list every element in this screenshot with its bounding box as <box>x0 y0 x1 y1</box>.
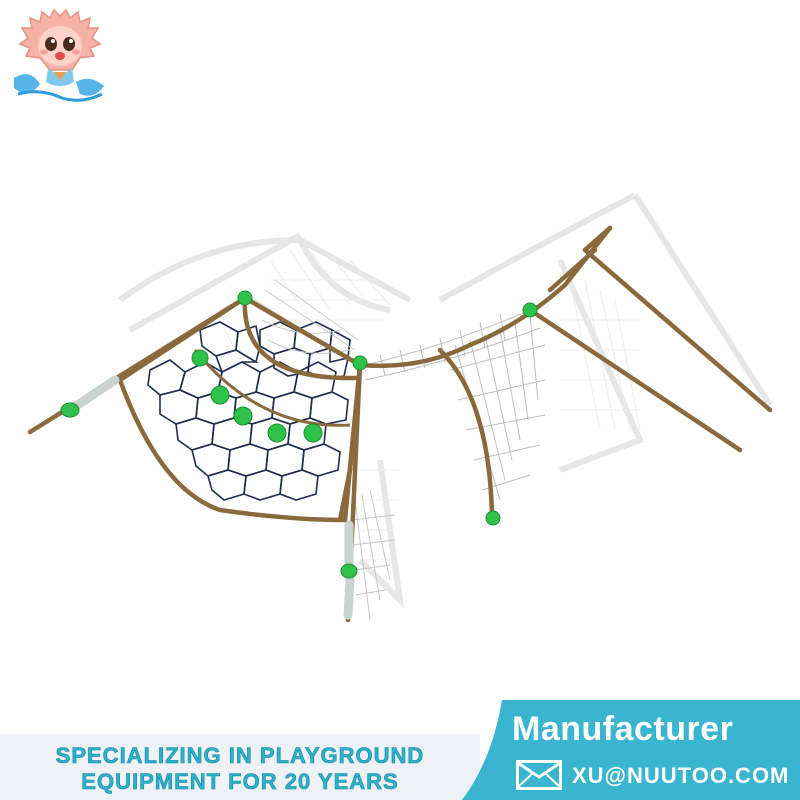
slogan-line-2: EQUIPMENT FOR 20 YEARS <box>81 769 399 795</box>
manufacturer-label: Manufacturer <box>512 710 734 748</box>
mail-icon <box>516 760 562 790</box>
right-net-panel <box>364 309 546 501</box>
mascot-icon <box>14 8 104 102</box>
slogan-panel <box>0 734 480 800</box>
slogan-line-1: SPECIALIZING IN PLAYGROUND <box>55 743 425 769</box>
email-address[interactable]: XU@NUUTOO.COM <box>572 763 790 788</box>
mascot-logo <box>14 8 104 102</box>
pole-sleeves <box>65 375 355 620</box>
green-connectors <box>60 290 538 579</box>
structure-shadow <box>118 192 773 609</box>
frame-inner-curve <box>193 349 351 427</box>
lower-net-panel <box>351 489 396 621</box>
